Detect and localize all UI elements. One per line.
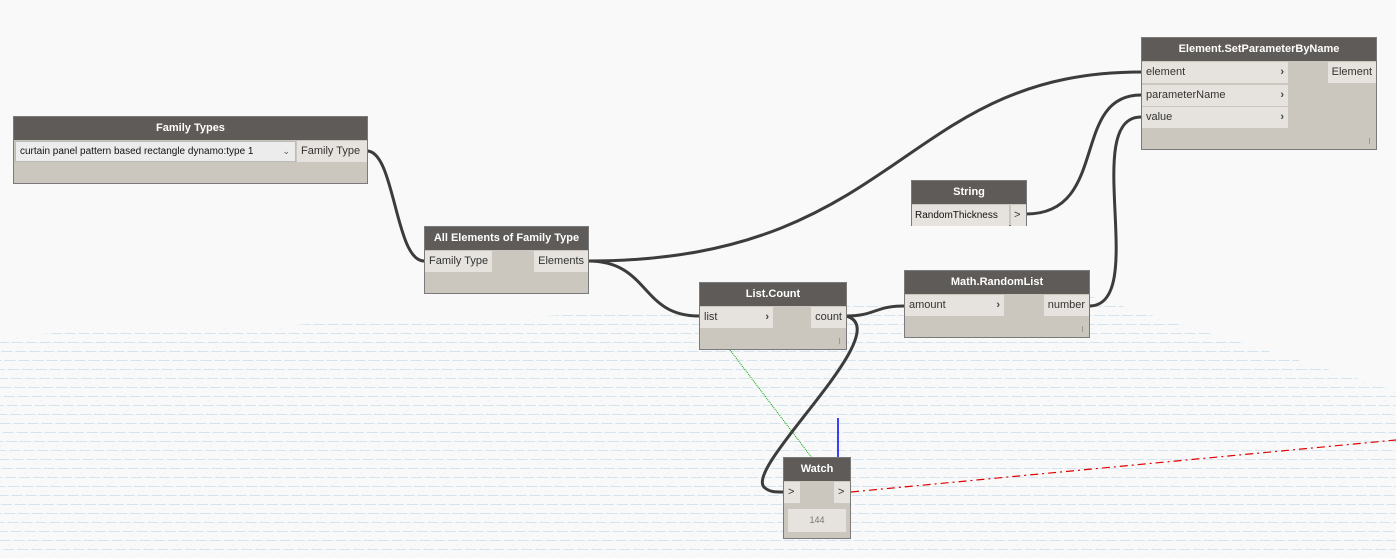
input-port-watch[interactable]: > <box>784 482 800 503</box>
output-port-elements[interactable]: Elements <box>534 251 588 272</box>
node-string[interactable]: String RandomThickness > <box>911 180 1027 226</box>
node-title: Math.RandomList <box>905 271 1089 294</box>
input-port-amount[interactable]: amount › <box>905 295 1004 316</box>
input-port-element[interactable]: element › <box>1142 62 1288 83</box>
node-title: String <box>912 181 1026 204</box>
port-label: value <box>1146 111 1173 123</box>
output-port-number[interactable]: number <box>1043 295 1089 316</box>
chevron-right-icon: › <box>996 299 1000 311</box>
resize-handle[interactable] <box>1082 326 1083 332</box>
y-axis-line <box>729 349 813 459</box>
node-family-types[interactable]: Family Types curtain panel pattern based… <box>13 116 368 184</box>
x-axis-line <box>850 439 1396 493</box>
output-port-element[interactable]: Element <box>1327 62 1376 83</box>
resize-handle[interactable] <box>1369 138 1370 144</box>
output-port-string[interactable]: > <box>1011 205 1026 226</box>
node-title: Family Types <box>14 117 367 140</box>
watch-value: 144 <box>788 509 846 532</box>
output-port-count[interactable]: count <box>811 307 846 328</box>
node-list-count[interactable]: List.Count list › count <box>699 282 847 350</box>
node-math-randomlist[interactable]: Math.RandomList amount › number <box>904 270 1090 338</box>
chevron-down-icon: ⌄ <box>282 146 290 156</box>
port-label: element <box>1146 66 1186 78</box>
input-port-list[interactable]: list › <box>700 307 773 328</box>
node-watch[interactable]: Watch > > 144 <box>783 457 851 539</box>
output-port-watch[interactable]: > <box>834 482 850 503</box>
port-label: list <box>704 311 718 323</box>
node-title: Element.SetParameterByName <box>1142 38 1376 61</box>
chevron-right-icon: › <box>1280 66 1284 78</box>
chevron-right-icon: › <box>765 311 769 323</box>
input-port-parametername[interactable]: parameterName › <box>1142 85 1288 106</box>
string-input[interactable]: RandomThickness <box>912 205 1009 226</box>
family-type-dropdown[interactable]: curtain panel pattern based rectangle dy… <box>15 141 296 162</box>
node-element-setparameterbyname[interactable]: Element.SetParameterByName element › para… <box>1141 37 1377 150</box>
node-all-elements-of-family-type[interactable]: All Elements of Family Type Family Type … <box>424 226 589 294</box>
node-title: All Elements of Family Type <box>425 227 588 250</box>
dropdown-value: curtain panel pattern based rectangle dy… <box>20 146 254 157</box>
port-label: parameterName <box>1146 89 1226 101</box>
chevron-right-icon: › <box>1280 89 1284 101</box>
node-title: Watch <box>784 458 850 481</box>
node-title: List.Count <box>700 283 846 306</box>
resize-handle[interactable] <box>839 338 840 344</box>
output-port-family-type[interactable]: Family Type <box>297 141 367 162</box>
chevron-right-icon: › <box>1280 111 1284 123</box>
input-port-family-type[interactable]: Family Type <box>425 251 493 272</box>
port-label: amount <box>909 299 946 311</box>
input-port-value[interactable]: value › <box>1142 107 1288 128</box>
